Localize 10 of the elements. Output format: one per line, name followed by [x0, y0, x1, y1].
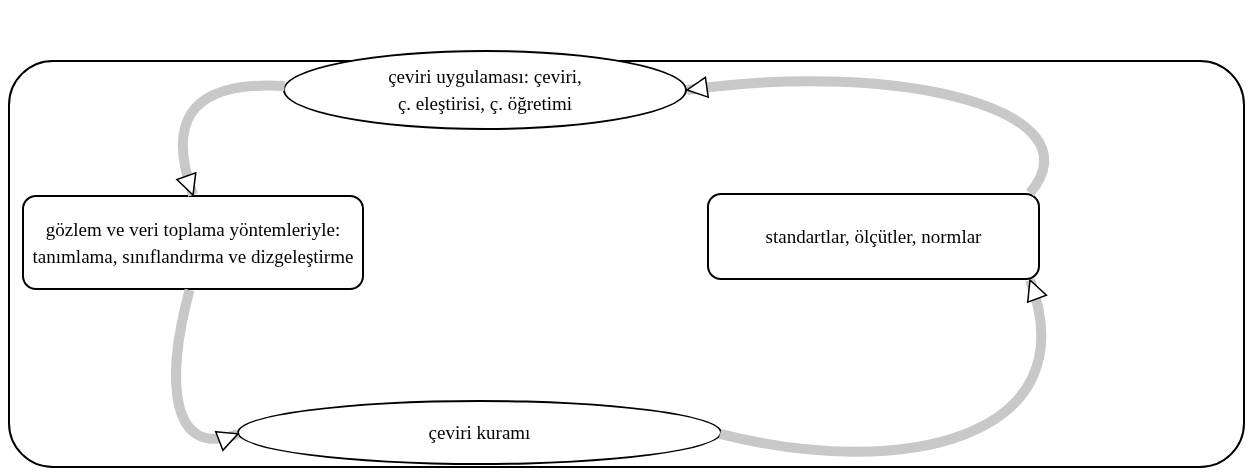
curved-arrow	[171, 288, 240, 450]
curved-arrow	[719, 278, 1046, 457]
node-text: gözlem ve veri toplama yöntemleriyle: tanımlama, sınıflandırma ve dizgeleştirme	[31, 217, 355, 269]
node-text: standartlar, ölçütler, normlar	[764, 225, 983, 249]
rounded-box	[707, 193, 1040, 280]
node-text: çeviri uygulaması: çeviri, ç. eleştirisi, ç. öğretimi	[387, 65, 583, 116]
node-text: çeviri kuramı	[427, 421, 532, 445]
curved-arrow	[686, 76, 1049, 196]
curved-arrow	[176, 80, 285, 197]
rounded-box	[22, 195, 364, 290]
